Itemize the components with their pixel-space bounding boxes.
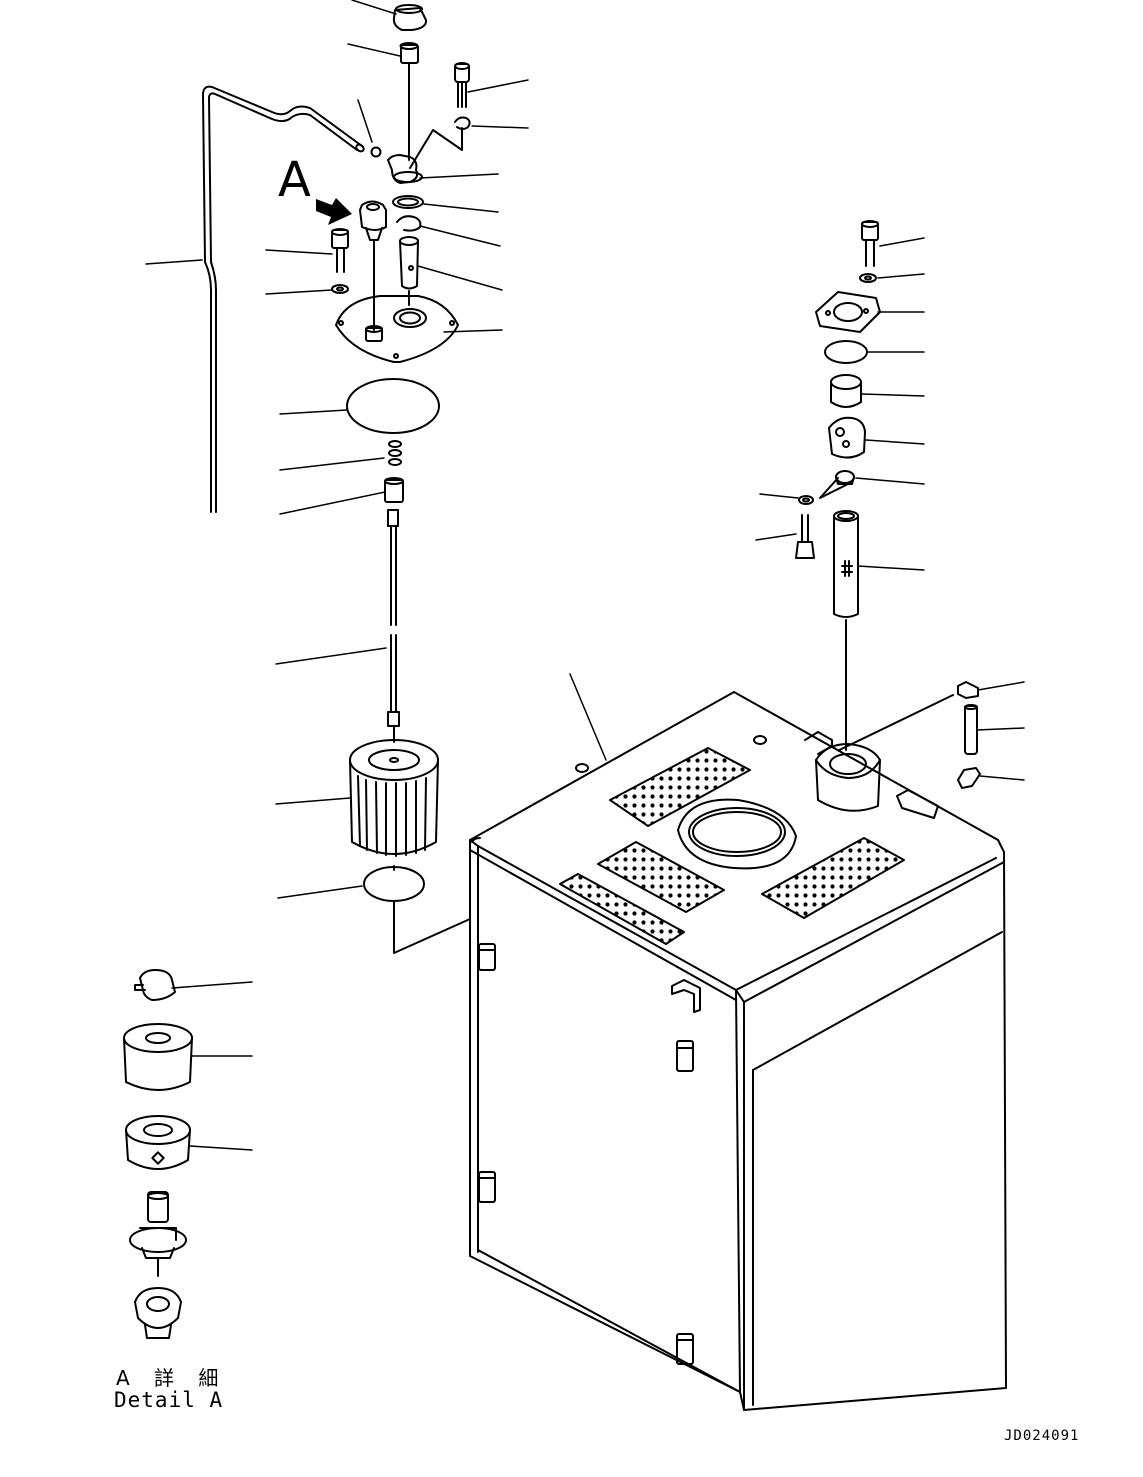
view-marker-a: A [278,152,311,208]
valve-a [360,202,386,331]
detail-title-japanese: A 詳 細 [116,1366,228,1390]
side-fittings [958,682,980,788]
cap-assembly [372,5,470,231]
bolt-left [332,229,348,293]
anti-slip-plates [560,748,904,944]
tank-body [470,692,1006,1410]
filler-stack [796,221,880,558]
filter-element [350,740,438,870]
strainer-pipe [400,237,418,305]
cover-plate [336,296,458,362]
o-ring-small [364,867,424,901]
detail-a-components [124,970,192,1338]
leader-lines [146,0,1024,1150]
view-arrow [316,198,352,225]
drawing-number: JD024091 [1004,1428,1080,1444]
detail-title-english: Detail A [114,1388,224,1412]
spring-rod [385,441,403,742]
o-ring-large [347,379,439,433]
vent-tube [203,87,365,512]
filler-tube [834,511,858,750]
